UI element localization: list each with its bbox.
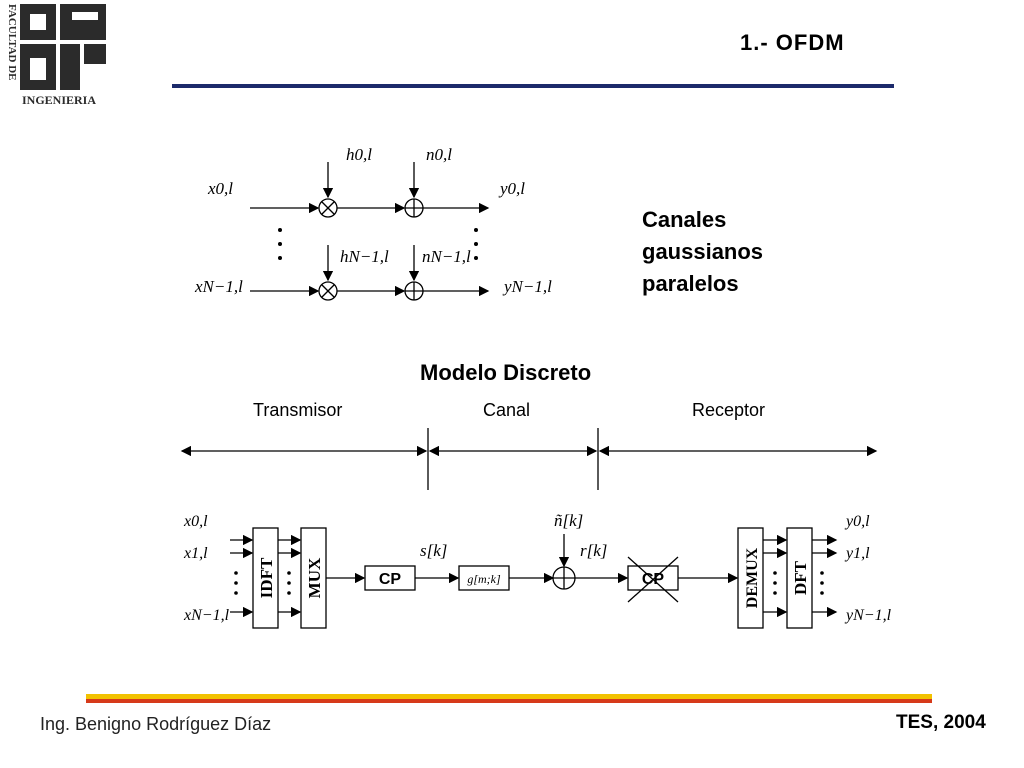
d1-output-0: y0,l	[498, 179, 525, 198]
discrete-model-title: Modelo Discreto	[420, 360, 592, 385]
channel-block-label: g[m;k]	[467, 572, 501, 586]
d1-input-0: x0,l	[207, 179, 233, 198]
d2-output-0: y0,l	[844, 513, 870, 530]
footer-author: Ing. Benigno Rodríguez Díaz	[40, 714, 272, 734]
cp-add-label: CP	[379, 571, 402, 588]
idft-block-label: IDFT	[257, 557, 276, 598]
logo-text-horizontal: INGENIERIA	[22, 93, 96, 107]
label-line-1: Canales	[642, 207, 727, 232]
faculty-logo: FACULTAD DE INGENIERIA	[6, 4, 106, 107]
footer-rule	[86, 694, 932, 703]
cp-remove-label: CP	[642, 571, 665, 588]
d1-noise-0: n0,l	[426, 145, 452, 164]
title-rule	[172, 84, 894, 88]
d2-output-n1: yN−1,l	[844, 607, 892, 624]
section-channel: Canal	[483, 400, 531, 420]
label-line-2: gaussianos	[642, 239, 764, 264]
d1-noise-n1: nN−1,l	[422, 247, 471, 266]
footer-course: TES, 2004	[896, 712, 986, 733]
section-transmitter: Transmisor	[253, 400, 343, 420]
signal-r: r[k]	[580, 541, 607, 560]
signal-s: s[k]	[420, 541, 447, 560]
d2-input-n1: xN−1,l	[183, 607, 230, 624]
signal-noise: ñ[k]	[554, 511, 583, 530]
demux-block-label: DEMUX	[744, 547, 761, 608]
d1-gain-0: h0,l	[346, 145, 372, 164]
d1-input-n1: xN−1,l	[194, 277, 243, 296]
d2-input-1: x1,l	[183, 545, 208, 562]
dft-block-label: DFT	[791, 560, 810, 595]
section-receiver: Receptor	[692, 400, 766, 420]
label-line-3: paralelos	[642, 271, 739, 296]
parallel-channels-label: Canales gaussianos paralelos	[642, 204, 763, 300]
slide-title: 1.- OFDM	[740, 30, 845, 55]
d1-output-n1: yN−1,l	[502, 277, 552, 296]
d2-input-0: x0,l	[183, 513, 208, 530]
d1-gain-n1: hN−1,l	[340, 247, 389, 266]
logo-text-vertical: FACULTAD DE	[6, 4, 18, 81]
d2-output-1: y1,l	[844, 545, 870, 562]
mux-block-label: MUX	[305, 557, 324, 598]
